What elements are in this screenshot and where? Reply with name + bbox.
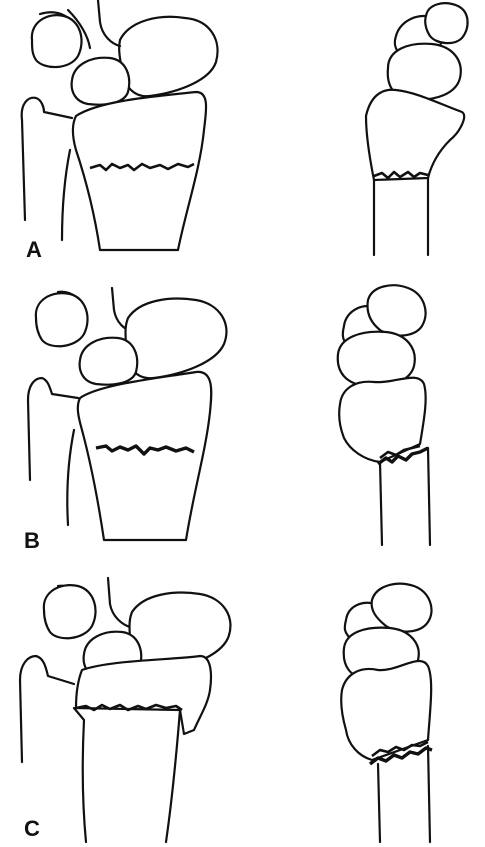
panel-label-b: B xyxy=(24,528,40,554)
panel-b-lateral-view xyxy=(338,285,430,545)
panel-label-a: A xyxy=(26,237,42,263)
panel-c-lateral-view xyxy=(341,584,432,842)
panel-b-ap-view xyxy=(28,288,226,540)
panel-label-c: C xyxy=(24,816,40,842)
panel-a-ap-view xyxy=(22,0,218,250)
panel-c-ap-view xyxy=(20,578,230,842)
panel-a-lateral-view xyxy=(366,3,468,255)
